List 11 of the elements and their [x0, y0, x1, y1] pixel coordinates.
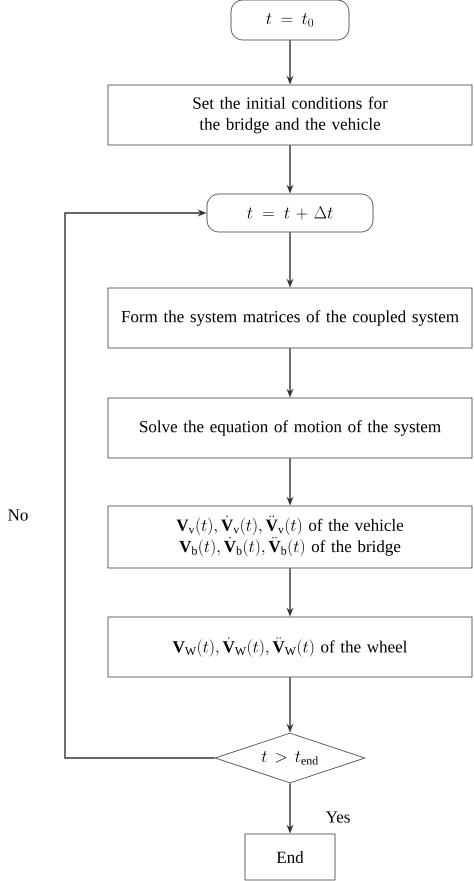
- edge-label: Yes: [324, 810, 352, 824]
- process-box: $\mathbf{V}_\mathrm{W}(t), \dot{\mathbf{V}}_\mathrm{W}(t), \ddot{\mathbf{V}}_\mathrm{W}(t)\text{ of the wheel}$: [108, 616, 472, 678]
- terminal-box: $t = t_0$: [230, 0, 350, 40]
- process-box: Set the initial conditions for the bridge and the vehicle: [108, 84, 472, 146]
- process-box: $\begin{array}{c}\mathbf{V}_\mathrm{v}(t), \dot{\mathbf{V}}_\mathrm{v}(t), \ddot{\mathbf{V}}_\mathrm{v}(t)\text{ of the vehicle}\\ \mathbf{V}_\mathrm{b}(t), \dot{\mathbf{V}}_\mathrm{b}(t), \ddot{\mathbf{V}}_\mathrm{b}(t)\text{ of the bridge}\end{array}$: [108, 506, 472, 568]
- process-box: Form the system matrices of the coupled system: [108, 288, 472, 348]
- process-box: End: [244, 834, 336, 880]
- edge-label: No: [6, 508, 30, 522]
- terminal-box: $t = t + \Delta t$: [206, 194, 374, 232]
- process-box: Solve the equation of motion of the system: [108, 398, 472, 458]
- arrow: [64, 209, 215, 759]
